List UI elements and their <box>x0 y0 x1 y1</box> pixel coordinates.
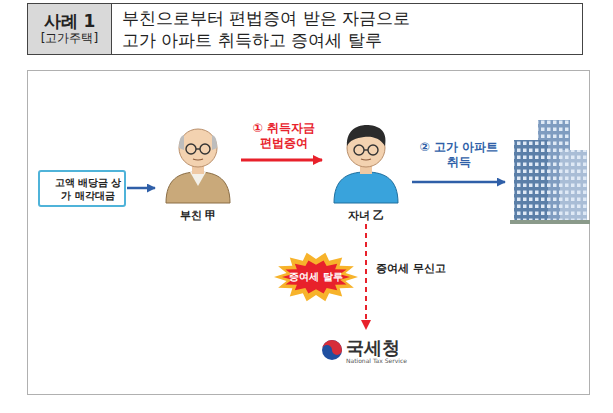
step-label: ② 고가 아파트 취득 <box>413 140 505 170</box>
flow-arrow <box>241 159 322 162</box>
node-text: 부친으로부터 편법증여 받은 자금으로 고가 아파트 취득하고 증여세 탈루 <box>122 7 427 51</box>
edge-label: 증여세 무신고 <box>376 262 476 276</box>
node-text: 자녀 乙 <box>348 209 385 223</box>
agency-emblem <box>321 339 343 361</box>
flow-arrow <box>127 187 155 190</box>
flow-arrow <box>365 224 367 329</box>
case-title: 부친으로부터 편법증여 받은 자금으로 고가 아파트 취득하고 증여세 탈루 <box>111 3 583 55</box>
node-text: 부친 甲 <box>180 209 217 223</box>
case-tag: 사례 1[고가주택] <box>27 3 112 55</box>
person-figure: 부친 甲 <box>156 112 240 223</box>
node-text: 사례 1 <box>44 11 96 31</box>
source-box: 고액 배당금 상가 매각대금 <box>38 170 126 207</box>
alert-burst: 증여세 탈루 <box>274 252 358 302</box>
node-text: 국세청 <box>346 338 428 358</box>
node-subtext: National Tax Service <box>346 357 428 364</box>
node-text: 고액 배당금 상가 매각대금 <box>54 176 122 202</box>
father-figure <box>166 129 230 203</box>
purchase-arrow <box>412 181 505 184</box>
person-figure: 자녀 乙 <box>323 112 409 223</box>
child-figure <box>334 125 398 203</box>
node-subtext: [고가주택] <box>41 31 98 47</box>
apartment-illustration <box>510 120 590 224</box>
edge-label: ① 취득자금 편법증여 <box>247 121 321 151</box>
agency-logo: 국세청National Tax Service <box>318 330 430 370</box>
node-text: 증여세 탈루 <box>289 271 342 283</box>
frame <box>28 71 590 395</box>
